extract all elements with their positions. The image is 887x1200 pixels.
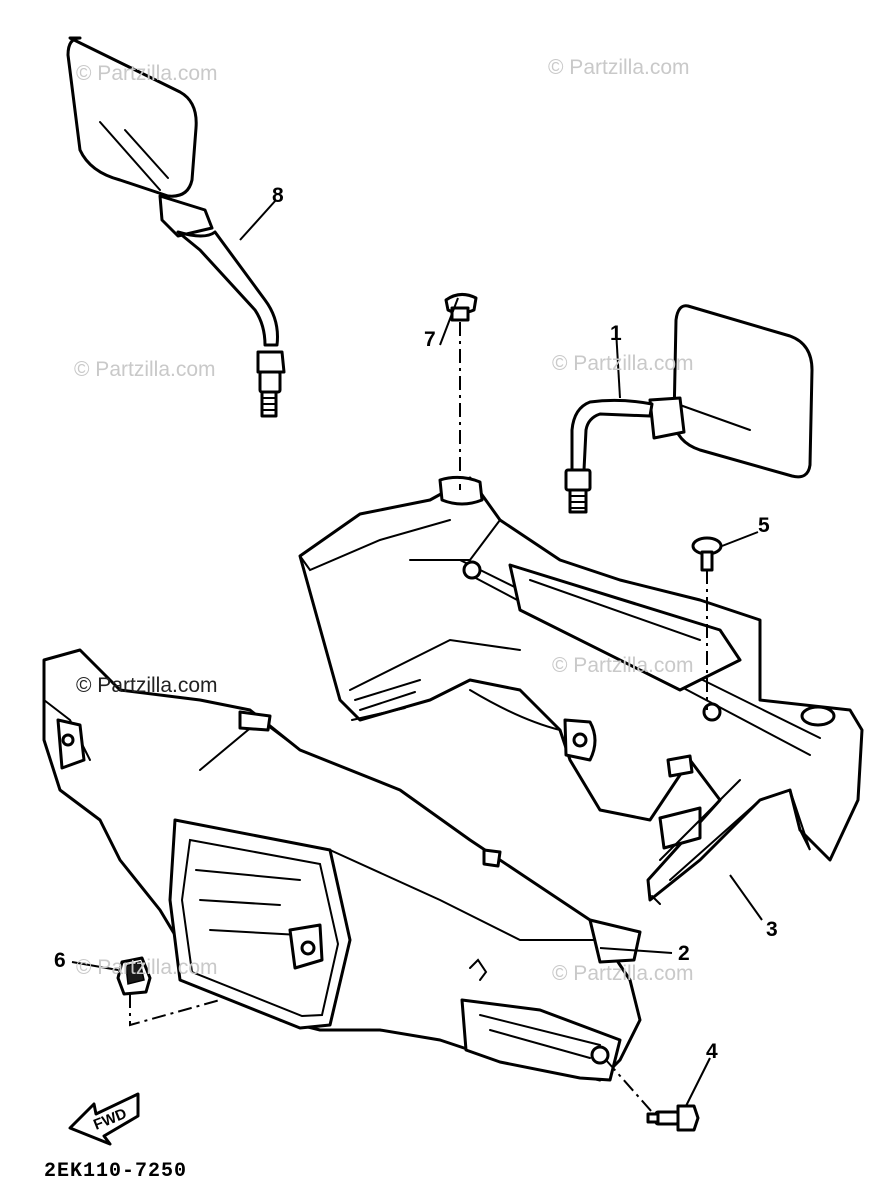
watermark: © Partzilla.com (76, 62, 218, 85)
watermark: © Partzilla.com (76, 674, 218, 697)
callout-1: 1 (610, 322, 622, 345)
callout-8: 8 (272, 184, 284, 207)
part-3-rear-cover (298, 475, 864, 905)
watermark: © Partzilla.com (552, 654, 694, 677)
watermark: © Partzilla.com (552, 352, 694, 375)
watermark: © Partzilla.com (548, 56, 690, 79)
watermark: © Partzilla.com (552, 962, 694, 985)
callout-5: 5 (758, 514, 770, 537)
diagram-code: 2EK110-7250 (44, 1160, 188, 1183)
part-6-clip-nut (116, 956, 152, 996)
watermark: © Partzilla.com (74, 358, 216, 381)
part-1-right-mirror (564, 304, 814, 514)
part-5-screw (691, 536, 723, 572)
fwd-arrow-icon: FWD (68, 1092, 140, 1146)
watermark: © Partzilla.com (76, 956, 218, 979)
callout-6: 6 (54, 949, 66, 972)
part-8-left-mirror (66, 36, 286, 418)
callout-3: 3 (766, 918, 778, 941)
callout-2: 2 (678, 942, 690, 965)
callout-7: 7 (424, 328, 436, 351)
part-4-bolt (646, 1104, 700, 1132)
part-2-front-cover (42, 648, 642, 1082)
callout-4: 4 (706, 1040, 718, 1063)
